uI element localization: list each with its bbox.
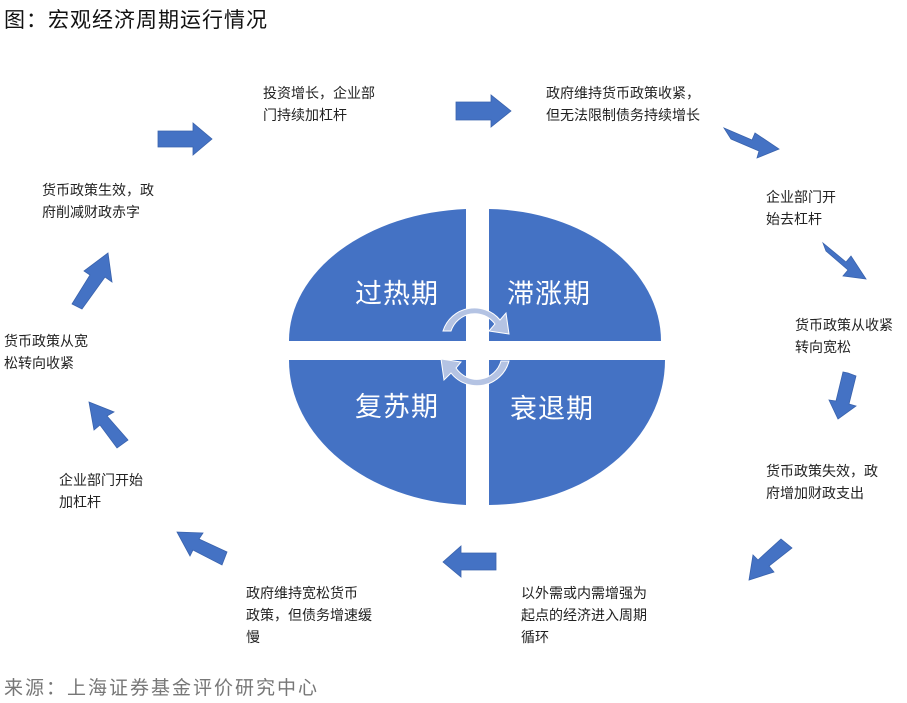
note-right-2: 货币政策从收紧 转向宽松: [795, 318, 893, 356]
quadrant-recession: [489, 360, 665, 505]
note-left-3: 企业部门开始 加杠杆: [59, 473, 143, 511]
flow-arrow-8: [176, 531, 228, 566]
source-caption: 来源：上海证券基金评价研究中心: [4, 677, 320, 699]
phase-label-stagflation: 滞涨期: [507, 279, 591, 310]
quadrant-stagflation: [489, 209, 661, 341]
flow-arrow-6: [748, 538, 793, 581]
note-right-1: 企业部门开 始去杠杆: [766, 190, 836, 228]
flow-arrow-2: [455, 94, 512, 128]
flow-arrow-10: [71, 252, 113, 310]
quadrant-overheat: [288, 209, 466, 341]
note-left-2: 货币政策从宽 松转向收紧: [4, 334, 88, 372]
note-right-3: 货币政策失效，政 府增加财政支出: [766, 464, 878, 502]
note-left-1: 货币政策生效，政 府削减财政赤字: [42, 183, 154, 221]
phase-label-overheat: 过热期: [355, 279, 439, 310]
block-arrow-icon: [71, 94, 867, 581]
figure-title: 图：宏观经济周期运行情况: [4, 8, 268, 32]
phase-label-recession: 衰退期: [510, 394, 594, 425]
flow-arrow-4: [822, 241, 867, 280]
flow-arrow-7: [442, 545, 497, 578]
phase-label-recovery: 复苏期: [355, 392, 439, 423]
quadrant-recovery: [288, 360, 466, 505]
note-top-left: 投资增长，企业部 门持续加杠杆: [263, 86, 375, 124]
flow-arrow-3: [722, 127, 780, 159]
note-bottom-right: 以外需或内需增强为 起点的经济进入周期 循环: [521, 586, 647, 646]
note-top-right: 政府维持货币政策收紧， 但无法限制债务持续增长: [546, 86, 700, 124]
circular-arrows-icon: [440, 307, 510, 387]
flow-arrow-5: [828, 371, 857, 420]
flow-arrow-9: [88, 401, 129, 449]
flow-arrow-1: [157, 122, 213, 156]
note-bottom-left: 政府维持宽松货币 政策，但债务增速缓 慢: [246, 586, 372, 646]
